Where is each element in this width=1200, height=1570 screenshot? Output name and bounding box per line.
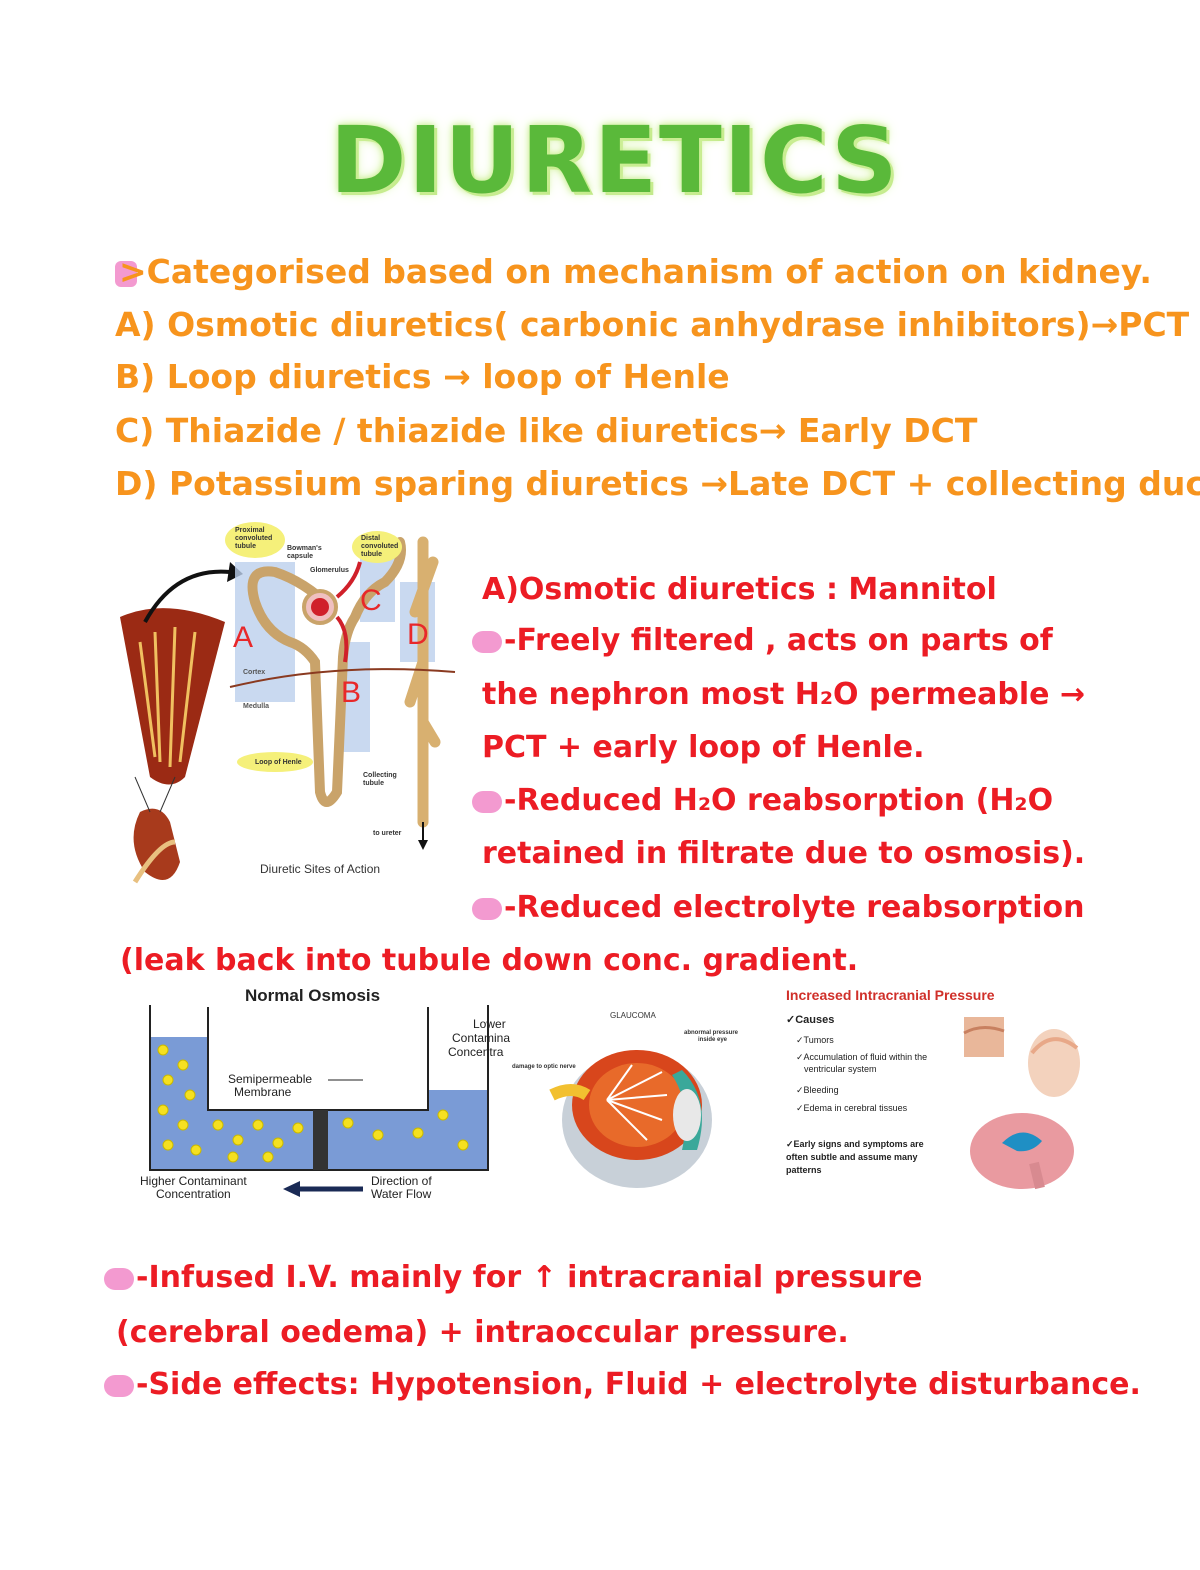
- osmosis-title: Normal Osmosis: [245, 986, 380, 1005]
- lower-label-1: Lower: [473, 1017, 506, 1031]
- collecting-label: Collecting: [363, 772, 397, 779]
- uses-line-1: -Infused I.V. mainly for ↑ intracranial …: [104, 1263, 922, 1293]
- bullet-marker: [115, 260, 137, 287]
- lower-label-2: Contamina: [452, 1031, 510, 1045]
- note-2-line-1: -Reduced H₂O reabsorption (H₂O: [472, 786, 1053, 816]
- site-b-label: B: [341, 676, 361, 709]
- svg-text:convoluted: convoluted: [361, 543, 398, 550]
- lower-label-3: Concentra: [448, 1045, 504, 1059]
- icp-cause-4: ✓Edema in cerebral tissues: [796, 1103, 908, 1113]
- loop-label: Loop of Henle: [255, 759, 302, 766]
- semipermeable-label: Semipermeable: [228, 1072, 312, 1086]
- svg-text:tubule: tubule: [235, 543, 256, 550]
- direction-label-1: Direction of: [371, 1174, 432, 1188]
- side-effects-line: -Side effects: Hypotension, Fluid + elec…: [104, 1370, 1141, 1400]
- icp-title: Increased Intracranial Pressure: [786, 987, 995, 1003]
- bullet-marker: [472, 630, 502, 653]
- icp-early-2: often subtle and assume many: [786, 1152, 918, 1162]
- svg-text:convoluted: convoluted: [235, 535, 272, 542]
- abnormal-pressure-label: abnormal pressure: [684, 1030, 739, 1036]
- osmosis-diagram: Normal Osmosis Semipermeable Membrane Lo…: [140, 986, 510, 1201]
- category-d: D) Potassium sparing diuretics →Late DCT…: [115, 464, 1200, 503]
- nephron-diagram: Proximal convoluted tubule Bowman's caps…: [120, 522, 456, 884]
- icp-cause-1: ✓Tumors: [796, 1035, 834, 1045]
- bowman-label: Bowman's: [287, 545, 322, 552]
- kidney-icon: [133, 808, 180, 880]
- pct-label: Proximal: [235, 527, 265, 534]
- higher-label-1: Higher Contaminant: [140, 1174, 247, 1188]
- glomerulus-label: Glomerulus: [310, 567, 349, 574]
- membrane-label: Membrane: [234, 1085, 292, 1099]
- intro-line: >Categorised based on mechanism of actio…: [115, 255, 1152, 288]
- note-3-line-2: (leak back into tubule down conc. gradie…: [120, 943, 859, 978]
- icp-cause-3: ✓Bleeding: [796, 1085, 839, 1095]
- icp-early-3: patterns: [786, 1165, 822, 1175]
- uses-line-2: (cerebral oedema) + intraoccular pressur…: [116, 1315, 849, 1350]
- optic-nerve-label: damage to optic nerve: [512, 1064, 576, 1070]
- svg-text:tubule: tubule: [363, 780, 384, 787]
- glaucoma-diagram: GLAUCOMA abnormal pressure inside eye da…: [512, 1011, 739, 1188]
- category-a: A) Osmotic diuretics( carbonic anhydrase…: [115, 305, 1190, 344]
- icp-cause-2a: ✓Accumulation of fluid within the: [796, 1052, 928, 1062]
- cortex-label: Cortex: [243, 669, 265, 676]
- higher-label-2: Concentration: [156, 1187, 231, 1201]
- icp-early-1: ✓Early signs and symptoms are: [786, 1139, 924, 1149]
- icp-cause-2b: ventricular system: [804, 1064, 877, 1074]
- ureter-label: to ureter: [373, 830, 402, 837]
- note-3-line-1: -Reduced electrolyte reabsorption: [472, 893, 1084, 923]
- note-1-line-3: PCT + early loop of Henle.: [482, 730, 925, 765]
- site-c-label: C: [360, 584, 382, 617]
- bullet-marker: [104, 1374, 134, 1397]
- brain-illustration: [963, 1017, 1080, 1190]
- note-1-line-2: the nephron most H₂O permeable →: [482, 677, 1086, 712]
- note-2-line-2: retained in filtrate due to osmosis).: [482, 836, 1086, 871]
- dct-label: Distal: [361, 535, 380, 542]
- medulla-label: Medulla: [243, 703, 269, 710]
- svg-text:capsule: capsule: [287, 553, 313, 560]
- bullet-marker: [472, 790, 502, 813]
- direction-label-2: Water Flow: [371, 1187, 432, 1201]
- svg-text:tubule: tubule: [361, 551, 382, 558]
- bullet-marker: [472, 897, 502, 920]
- note-1-line-1: -Freely filtered , acts on parts of: [472, 626, 1053, 656]
- figure-caption: Diuretic Sites of Action: [260, 862, 380, 876]
- category-b: B) Loop diuretics → loop of Henle: [115, 357, 730, 396]
- icp-causes-heading: ✓Causes: [786, 1014, 835, 1026]
- page-title: DIURETICS: [330, 107, 900, 214]
- site-a-label: A: [233, 621, 253, 654]
- osmotic-heading: A)Osmotic diuretics : Mannitol: [482, 572, 997, 607]
- bullet-marker: [104, 1267, 134, 1290]
- intro-text: >Categorised based on mechanism of actio…: [119, 252, 1152, 291]
- category-c: C) Thiazide / thiazide like diuretics→ E…: [115, 411, 978, 450]
- arrow-left-icon: [283, 1181, 300, 1197]
- site-d-label: D: [407, 618, 429, 651]
- icp-figure: Increased Intracranial Pressure ✓Causes …: [782, 985, 1082, 1200]
- glaucoma-title: GLAUCOMA: [610, 1011, 656, 1020]
- svg-text:inside eye: inside eye: [698, 1037, 728, 1043]
- arrow-icon: [143, 569, 231, 623]
